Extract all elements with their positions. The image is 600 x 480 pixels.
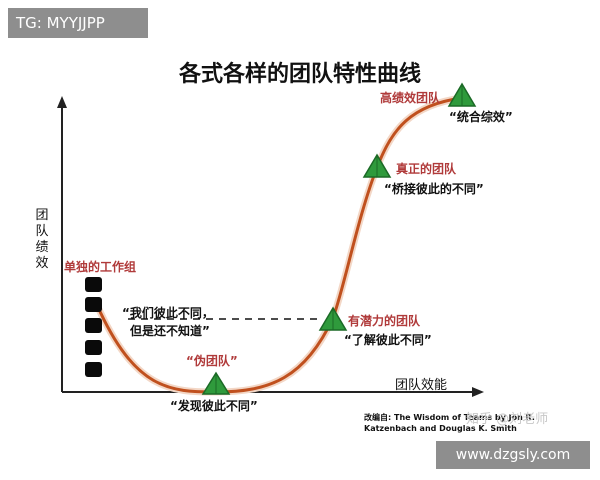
url-overlay: www.dzgsly.com (436, 441, 590, 469)
tg-tag-overlay: TG: MYYJJPP (8, 8, 148, 38)
diagram-title: 各式各样的团队特性曲线 (178, 62, 421, 87)
stage-high-label: 高绩效团队 (380, 91, 441, 105)
individual-quote-line2: 但是还不知道” (130, 324, 210, 338)
source-credit-line1: 改编自: The Wisdom of Teams by Jon R. (364, 413, 535, 422)
work-group-square (85, 318, 102, 333)
y-axis-label-char: 绩 (35, 240, 49, 255)
work-group-square (85, 277, 102, 292)
stage-individual-label: 单独的工作组 (64, 260, 137, 274)
work-group-square (85, 340, 102, 355)
y-axis-label-char: 效 (35, 256, 49, 271)
y-axis-arrow (57, 96, 67, 108)
source-credit-line2: Katzenbach and Douglas K. Smith (364, 424, 517, 433)
pseudo-team-marker (201, 371, 231, 395)
zhihu-watermark: 知乎 @刘老师 (466, 412, 549, 427)
stage-high-quote: “统合综效” (449, 110, 513, 124)
high-performance-team-marker (447, 82, 477, 107)
individual-quote-line1: “我们彼此不同， (122, 306, 214, 320)
work-group-square (85, 297, 102, 312)
stage-real-quote: “桥接彼此的不同” (384, 182, 484, 196)
stage-potential-label: 有潜力的团队 (348, 314, 421, 328)
stage-real-label: 真正的团队 (396, 162, 457, 176)
y-axis-label: 团 队 绩 效 (34, 208, 50, 272)
y-axis-label-char: 队 (35, 224, 49, 239)
y-axis-label-char: 团 (35, 208, 49, 223)
work-group-square (85, 362, 102, 377)
source-credit: 改编自: The Wisdom of Teams by Jon R. Katze… (364, 412, 535, 434)
potential-team-marker (318, 306, 348, 331)
x-axis-label: 团队效能 (395, 378, 448, 393)
stage-pseudo-label: “伪团队” (186, 354, 238, 368)
stage-pseudo-quote: “发现彼此不同” (170, 399, 258, 413)
stage-potential-quote: “了解彼此不同” (344, 333, 432, 347)
x-axis-arrow (472, 387, 484, 397)
real-team-marker (362, 153, 392, 178)
